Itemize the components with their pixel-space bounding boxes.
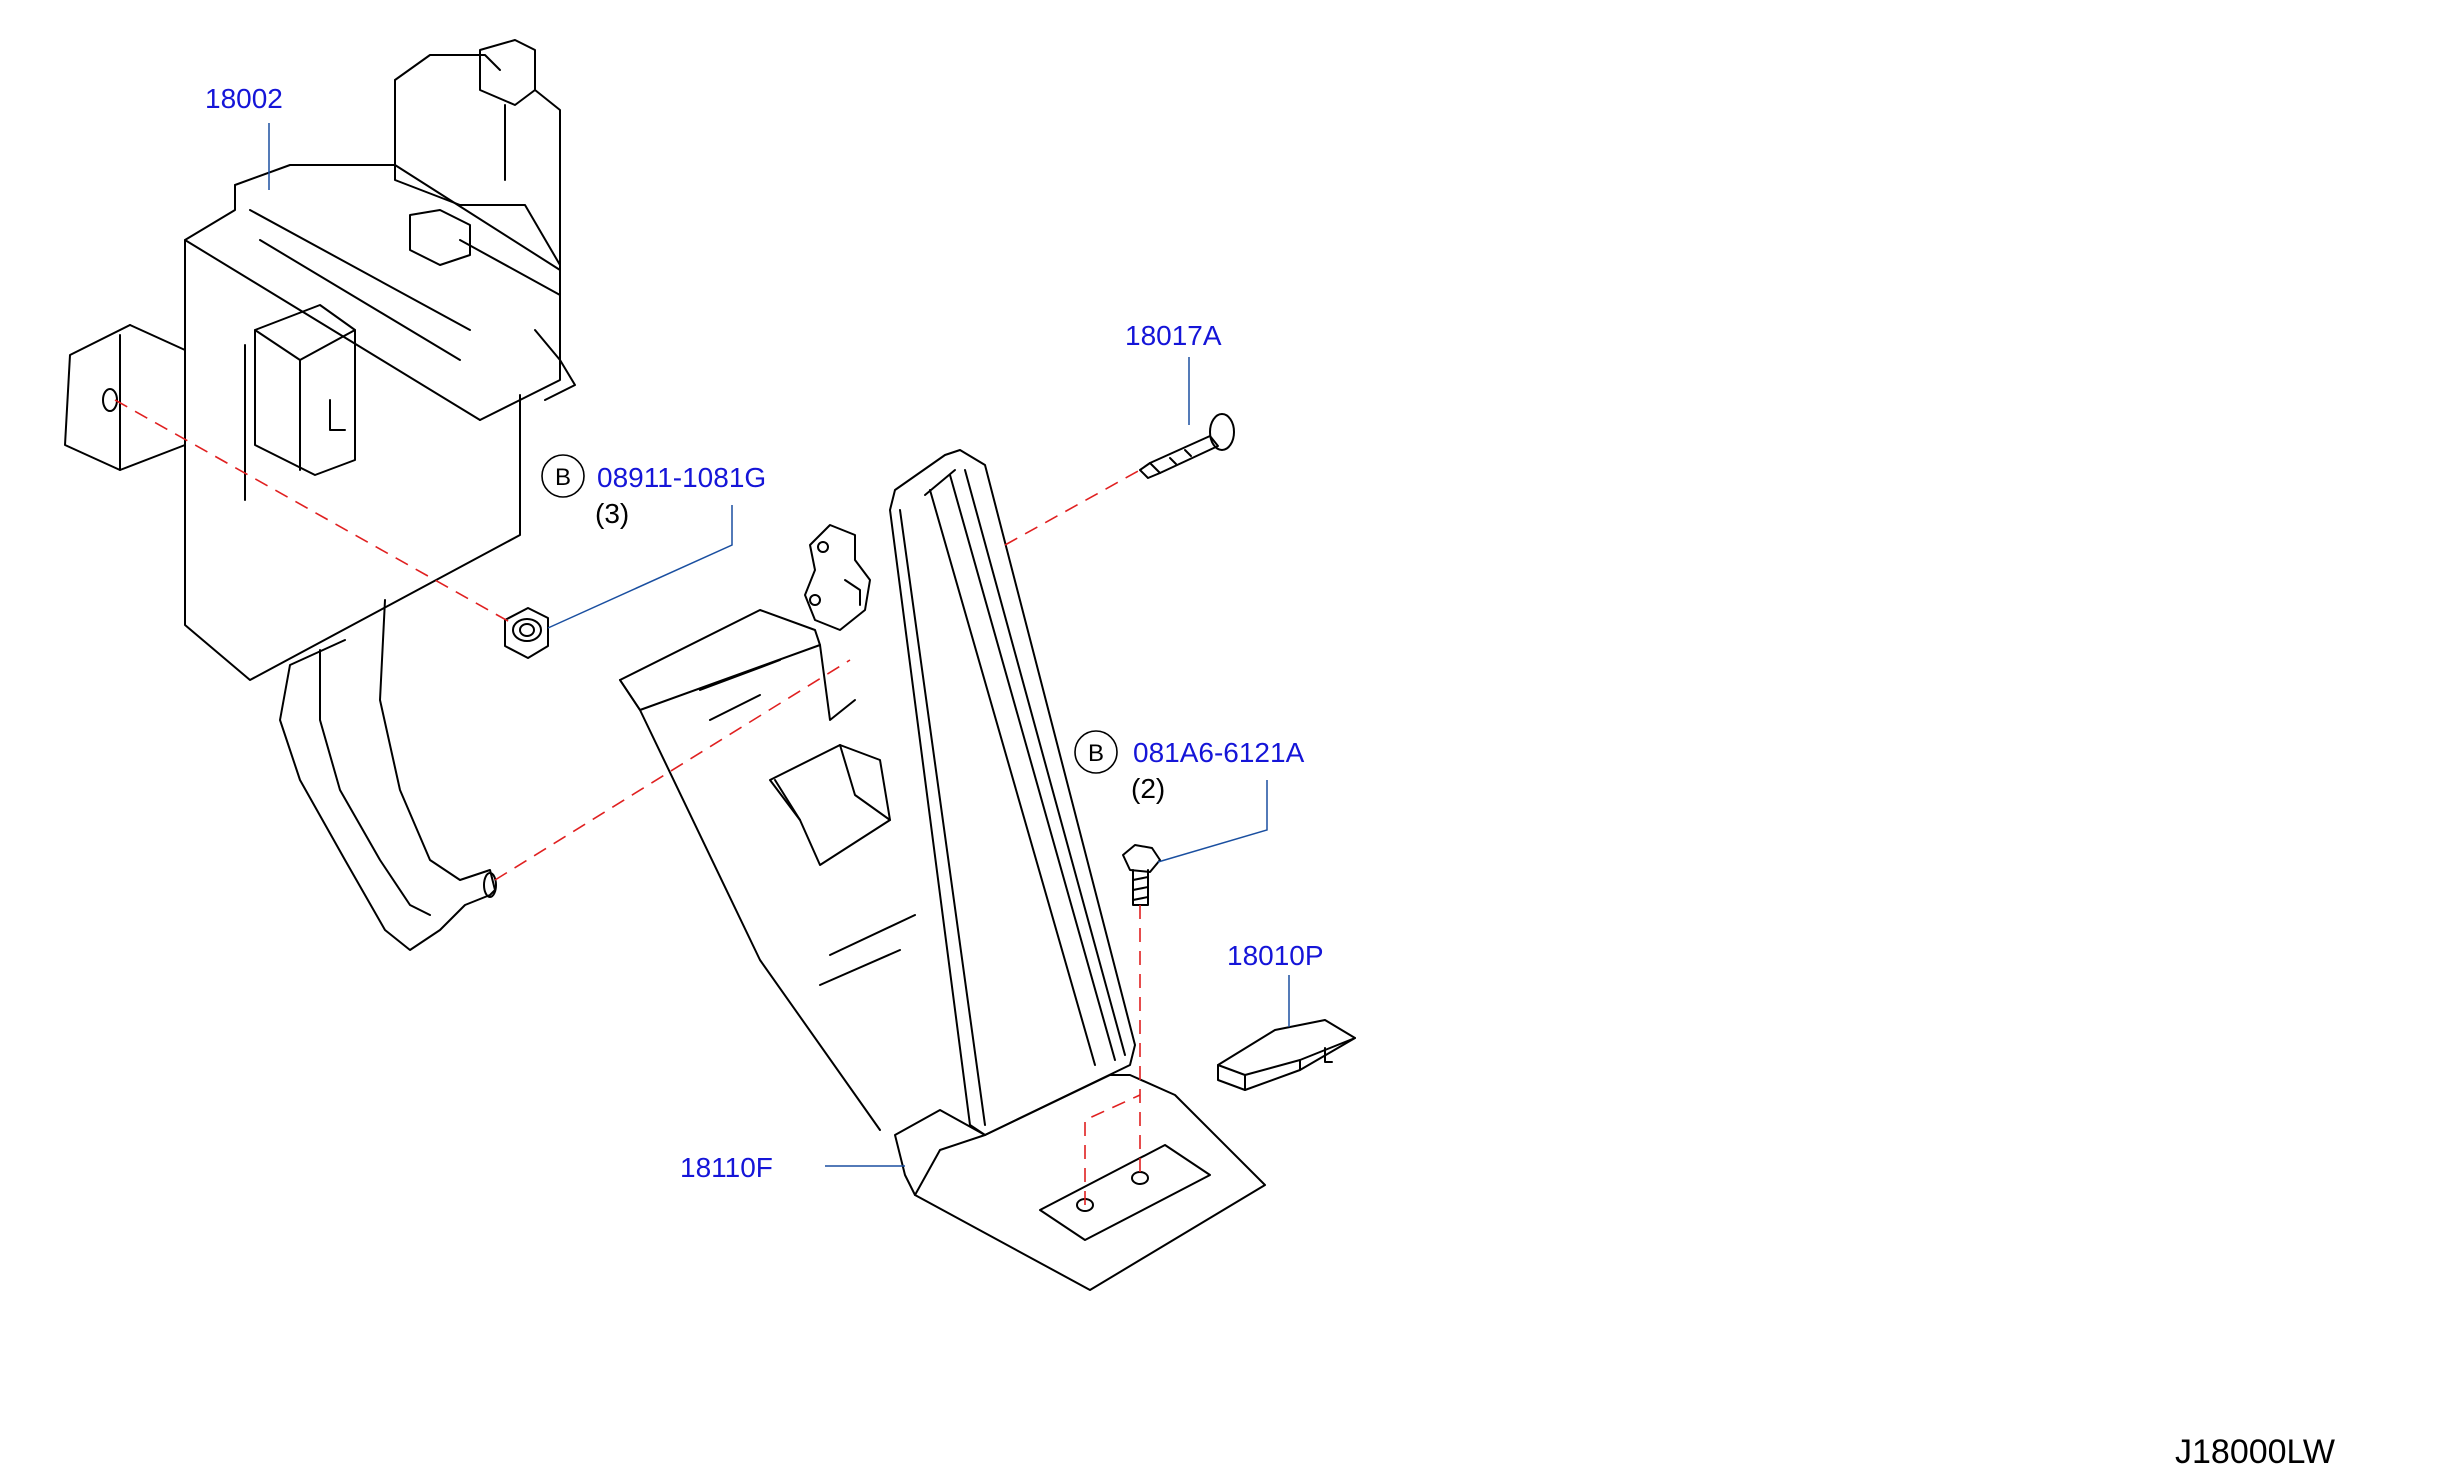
- callouts: 18002 18017A B 08911-1081G (3) B 081A6-6…: [205, 83, 1324, 1183]
- brake-pedal-assembly: [64, 39, 576, 951]
- pedal-stopper-pad: [1217, 1019, 1356, 1091]
- callout-bolt-quantity: (2): [1131, 773, 1165, 804]
- callout-18017a: 18017A: [1125, 320, 1222, 351]
- accelerator-pedal: [619, 449, 1266, 1291]
- clevis-pin: [1139, 413, 1235, 479]
- callout-bolt-part-number: 081A6-6121A: [1133, 737, 1305, 768]
- nut-symbol-letter: B: [555, 464, 571, 491]
- hex-nut: [504, 607, 549, 659]
- callout-18110f: 18110F: [680, 1152, 773, 1183]
- callout-nut-quantity: (3): [595, 498, 629, 529]
- nut-symbol-circle: [541, 454, 585, 498]
- bolt-symbol-circle: [1074, 730, 1118, 774]
- bolt-symbol-letter: B: [1088, 740, 1104, 767]
- callout-nut-part-number: 08911-1081G: [597, 462, 766, 493]
- callout-18010p: 18010P: [1227, 940, 1324, 971]
- diagram-reference-code: J18000LW: [2175, 1433, 2335, 1471]
- leader-lines: [268, 123, 1290, 1167]
- alignment-lines: [114, 399, 1141, 1205]
- hex-bolt: [1122, 844, 1161, 906]
- callout-18002: 18002: [205, 83, 283, 114]
